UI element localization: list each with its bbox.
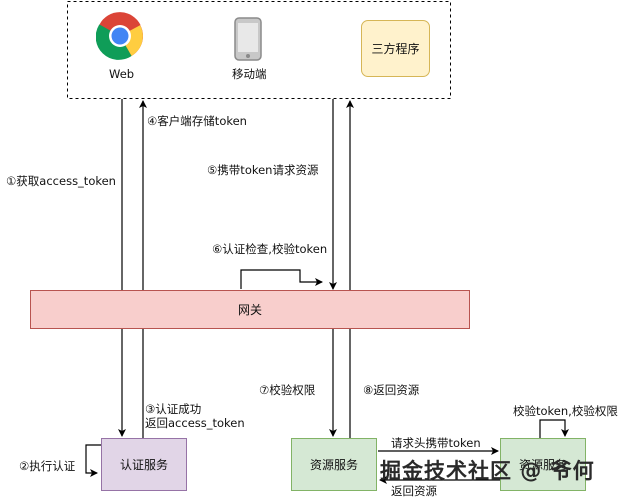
watermark: 掘金技术社区 @ 爷何 xyxy=(380,459,595,483)
resource-service-box: 资源服务 xyxy=(291,438,377,491)
resource-service-2-box: 资源服务 xyxy=(500,438,586,491)
step-6-label: ⑥认证检查,校验token xyxy=(212,242,328,256)
mobile-label: 移动端 xyxy=(232,67,267,81)
resource-service-label: 资源服务 xyxy=(309,458,358,472)
step-8-label: ⑧返回资源 xyxy=(363,383,420,397)
auth-service-box: 认证服务 xyxy=(101,438,187,491)
loop-resource-check xyxy=(539,419,569,438)
mobile-phone-icon xyxy=(234,17,262,61)
web-label: Web xyxy=(109,67,135,81)
step-4-label: ④客户端存储token xyxy=(147,114,247,128)
step-3-label-line1: ③认证成功 xyxy=(145,402,202,416)
third-party-label: 三方程序 xyxy=(371,42,420,56)
gateway-box: 网关 xyxy=(30,290,470,329)
step-5-label: ⑤携带token请求资源 xyxy=(207,163,319,177)
loop-auth-exec xyxy=(85,444,102,477)
auth-service-label: 认证服务 xyxy=(119,458,168,472)
step-1-label: ①获取access_token xyxy=(6,174,116,188)
resource-service-2-label: 资源服务 xyxy=(518,458,567,472)
gateway-label: 网关 xyxy=(237,303,262,317)
return-resource-label: 返回资源 xyxy=(391,484,437,498)
chrome-icon xyxy=(95,12,144,60)
check-token-permission-label: 校验token,校验权限 xyxy=(513,404,618,418)
loop-token-check xyxy=(240,269,323,289)
request-header-label: 请求头携带token xyxy=(391,436,481,450)
step-2-label: ②执行认证 xyxy=(19,459,76,473)
step-3-label-line2: 返回access_token xyxy=(145,416,245,430)
third-party-box: 三方程序 xyxy=(361,20,430,77)
step-7-label: ⑦校验权限 xyxy=(259,383,316,397)
